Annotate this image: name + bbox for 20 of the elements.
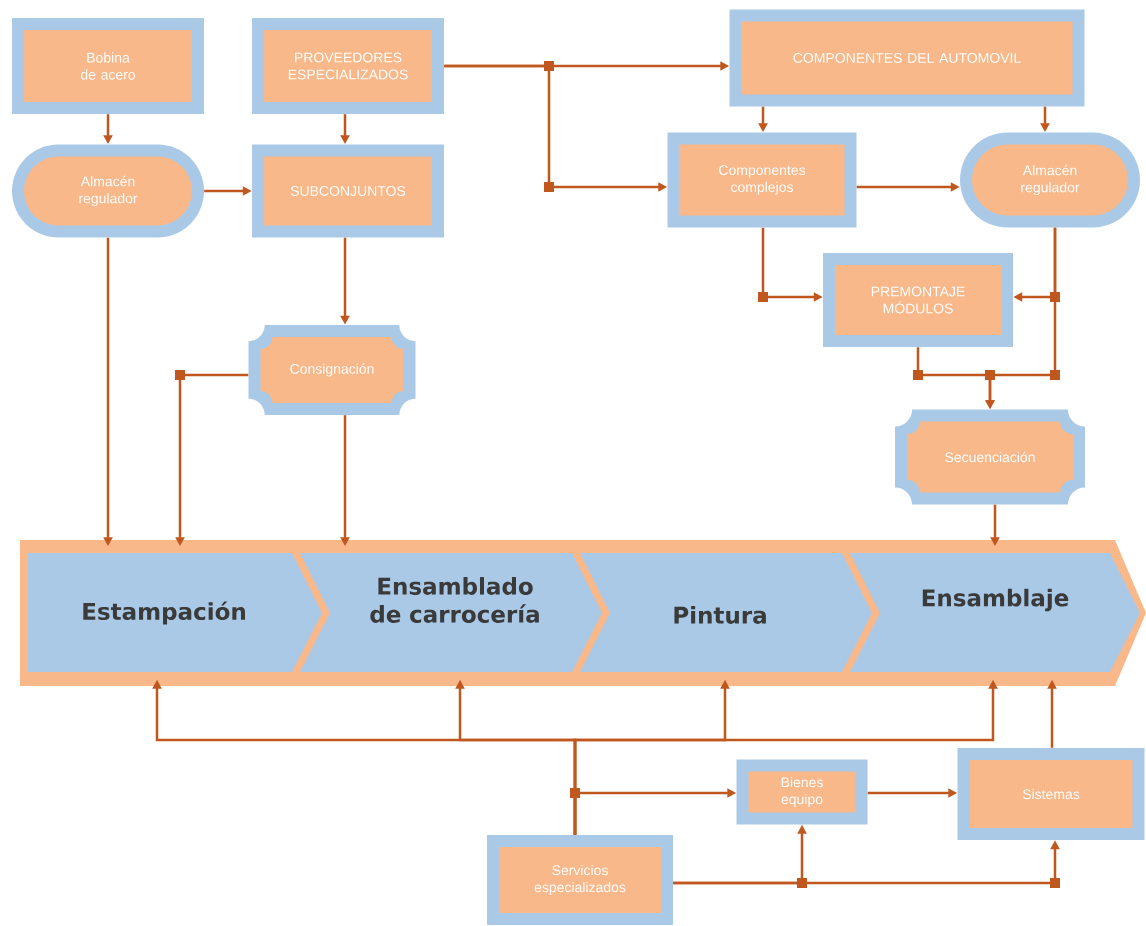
process-box: Bobina de acero bbox=[12, 18, 204, 114]
node-label: Ensamblado de carrocería bbox=[370, 577, 539, 623]
process-box: Bienes equipo bbox=[736, 759, 868, 825]
process-box: COMPONENTES DEL AUTOMOVIL bbox=[729, 9, 1085, 107]
buffer-box: Consignación bbox=[248, 325, 416, 415]
process-box: PREMONTAJE MÓDULOS bbox=[823, 253, 1013, 347]
storage-box: Almacén regulador bbox=[12, 144, 204, 238]
process-box: SUBCONJUNTOS bbox=[252, 144, 444, 238]
process-box: Servicios especializados bbox=[487, 835, 673, 925]
process-stage: Pintura bbox=[580, 553, 872, 672]
process-box: Componentes complejos bbox=[667, 132, 857, 228]
process-box: Sistemas bbox=[957, 748, 1145, 840]
node-label: Estampación bbox=[83, 601, 246, 625]
node-label: Pintura bbox=[674, 606, 766, 624]
storage-box: Almacén regulador bbox=[960, 132, 1140, 228]
buffer-box: Secuenciación bbox=[895, 409, 1085, 505]
process-stage: Ensamblaje bbox=[850, 553, 1140, 672]
process-box: PROVEEDORES ESPECIALIZADOS bbox=[252, 18, 444, 114]
process-stage: Estampación bbox=[28, 553, 322, 672]
node-label: Ensamblaje bbox=[922, 588, 1069, 612]
